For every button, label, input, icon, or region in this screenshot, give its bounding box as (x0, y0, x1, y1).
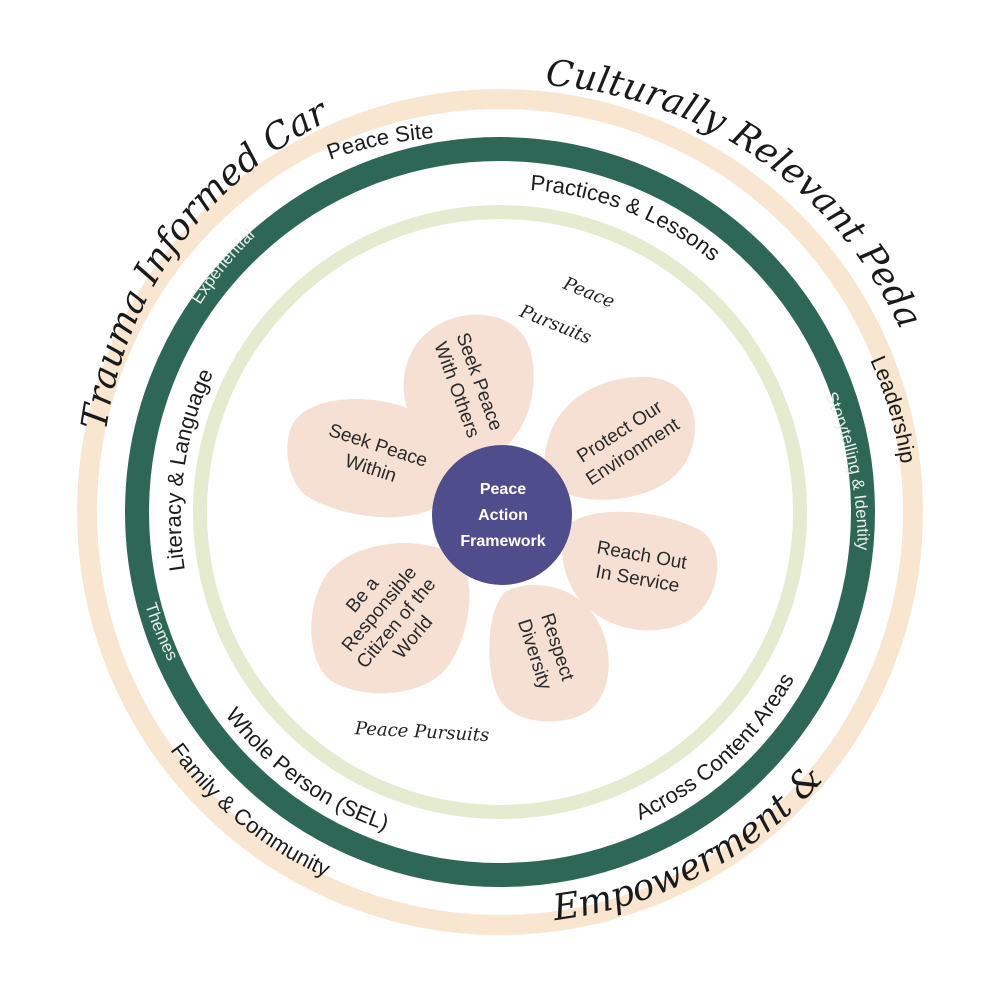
outer-peach-ring (77, 89, 923, 935)
petal-protect-environment: Protect Our Environment (544, 377, 695, 500)
petal-reach-out-in-service: Reach Out In Service (562, 511, 718, 631)
center-label-line1: Peace (480, 481, 526, 498)
center-circle (432, 445, 572, 585)
svg-text:Peace: Peace (559, 273, 617, 313)
pursuits-label-top: Peace Pursuits (516, 273, 618, 349)
petal-responsible-citizen: Be a Responsible Citizen of the World (311, 543, 470, 694)
theme-label-storytelling: Storytelling & Identity (821, 389, 872, 551)
svg-text:Pursuits: Pursuits (516, 300, 595, 348)
themes-ring (125, 137, 875, 887)
center-label-line3: Framework (460, 533, 545, 550)
petal-seek-peace-within: Seek Peace Within (287, 398, 459, 518)
pursuits-label-bottom: Peace Pursuits (353, 718, 489, 746)
petal-respect-diversity: Respect Diversity (489, 584, 609, 722)
pursuits-ring (193, 205, 807, 819)
center-label-line2: Action (478, 507, 528, 524)
band-label-leadership: Leadership (865, 352, 920, 465)
